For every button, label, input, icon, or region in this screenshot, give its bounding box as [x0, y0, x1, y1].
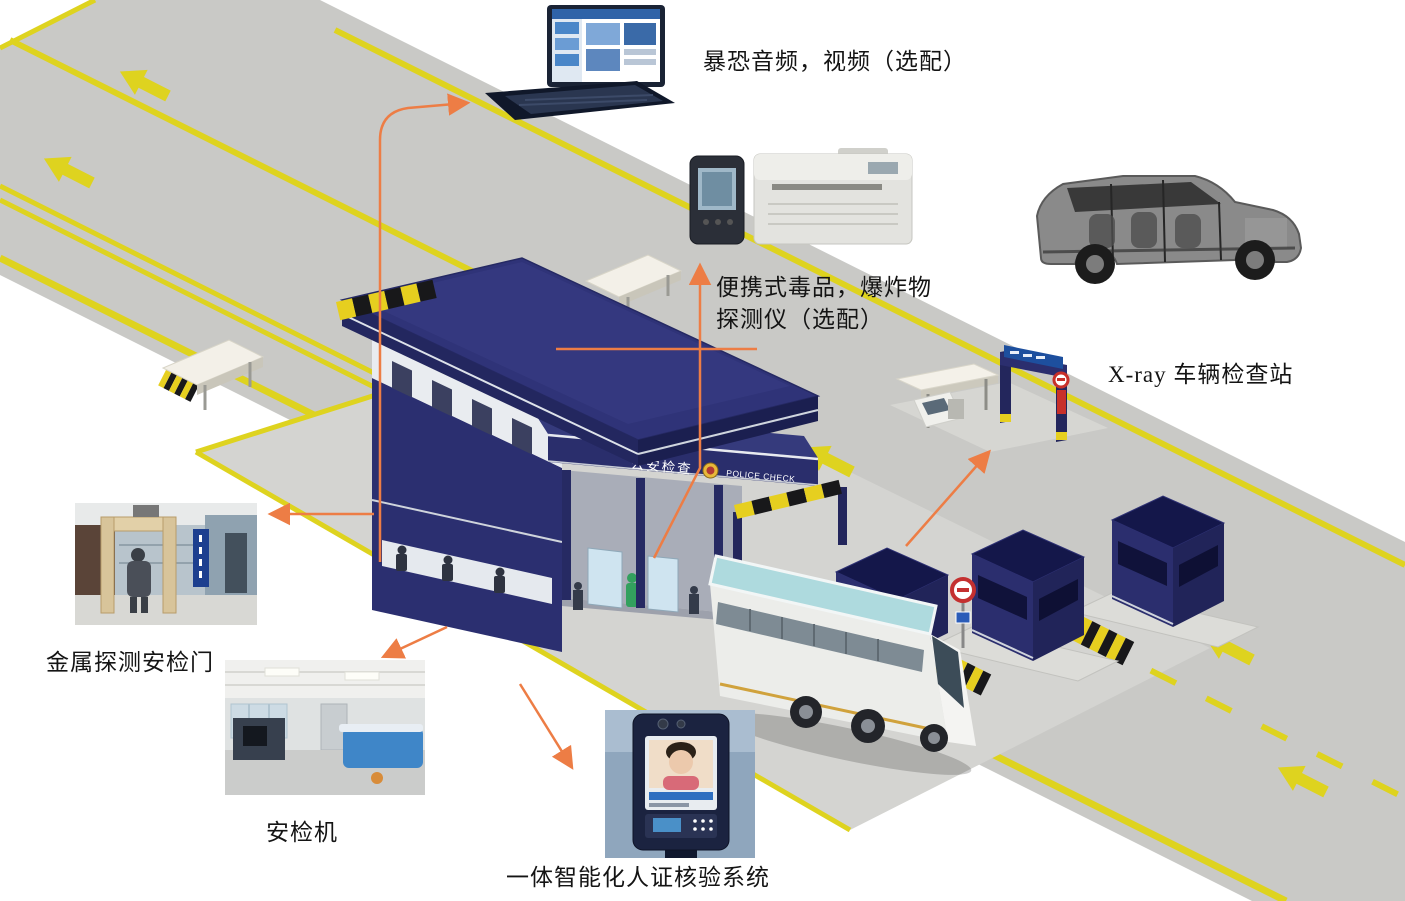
label-audio-video: 暴恐音频，视频（选配） — [703, 49, 967, 74]
label-xray-station: X-ray 车辆检查站 — [1108, 362, 1294, 387]
portable-detector-photo — [688, 148, 918, 248]
speed-limit-sign — [950, 577, 976, 648]
laptop-photo — [485, 5, 675, 120]
xray-scan-photo — [1023, 130, 1315, 304]
exit-gantry — [733, 479, 847, 570]
baggage-scanner-room-photo — [225, 660, 425, 795]
metal-detector-gate-photo — [75, 503, 257, 625]
people-silhouettes — [396, 545, 505, 593]
label-id-verification: 一体智能化人证核验系统 — [506, 865, 770, 890]
far-lane-canopies — [158, 254, 683, 410]
xray-station-illustration — [890, 345, 1108, 452]
bus — [708, 554, 976, 775]
label-portable-detector-line1: 便携式毒品，爆炸物 — [716, 275, 932, 300]
label-metal-detector: 金属探测安检门 — [46, 650, 214, 675]
callout-connectors — [267, 93, 991, 770]
toll-kiosk-far — [1070, 495, 1260, 666]
label-baggage-scanner: 安检机 — [266, 820, 338, 845]
id-verification-kiosk-photo — [605, 710, 755, 858]
officer-figure — [626, 573, 638, 607]
toll-kiosk-middle — [930, 529, 1120, 696]
label-portable-detector-line2: 探测仪（选配） — [716, 307, 884, 332]
